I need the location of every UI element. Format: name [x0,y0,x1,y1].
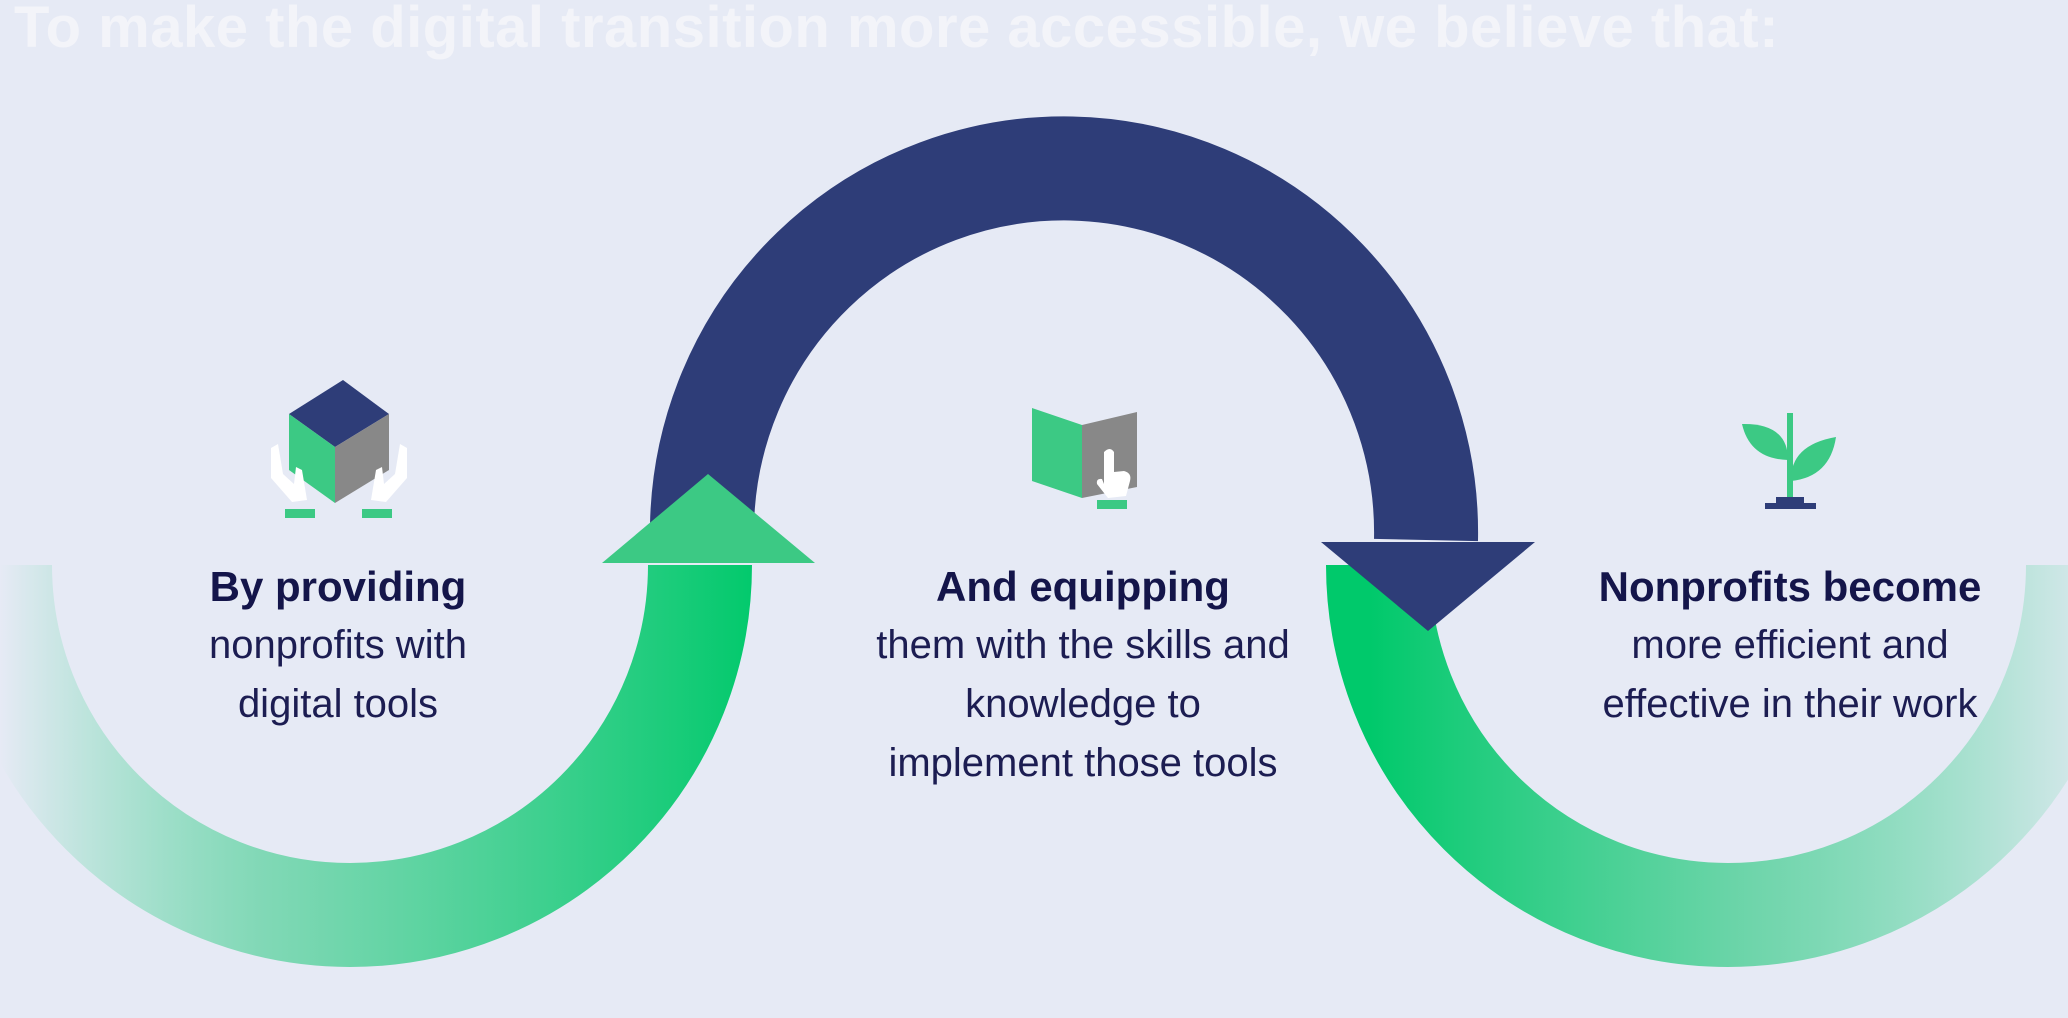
navy-arrowhead [1321,542,1535,631]
navy-upper-arc [650,116,1479,541]
book-with-pointer-icon [1032,408,1137,509]
step-2-caption: And equipping them with the skills and k… [783,558,1383,793]
page-headline: To make the digital transition more acce… [14,0,1780,60]
step-1-caption: By providing nonprofits with digital too… [138,558,538,734]
step-1-title: By providing [209,563,467,610]
sprout-icon [1742,413,1836,509]
step-2-line-3: implement those tools [888,741,1278,785]
step-3-title: Nonprofits become [1598,563,1982,610]
step-3-line-2: effective in their work [1602,682,1978,726]
step-3-caption: Nonprofits become more efficient and eff… [1550,558,2030,734]
step-1-line-1: nonprofits with [209,623,467,667]
hands-holding-cube-icon [271,380,407,518]
step-2-line-2: knowledge to [965,682,1201,726]
step-2-title: And equipping [936,563,1230,610]
step-1-line-2: digital tools [237,682,439,726]
step-3-line-1: more efficient and [1631,623,1949,667]
step-2-line-1: them with the skills and [876,623,1290,667]
right-green-arc [1326,564,2068,967]
green-arrowhead [602,474,815,563]
left-green-arc [0,564,752,967]
